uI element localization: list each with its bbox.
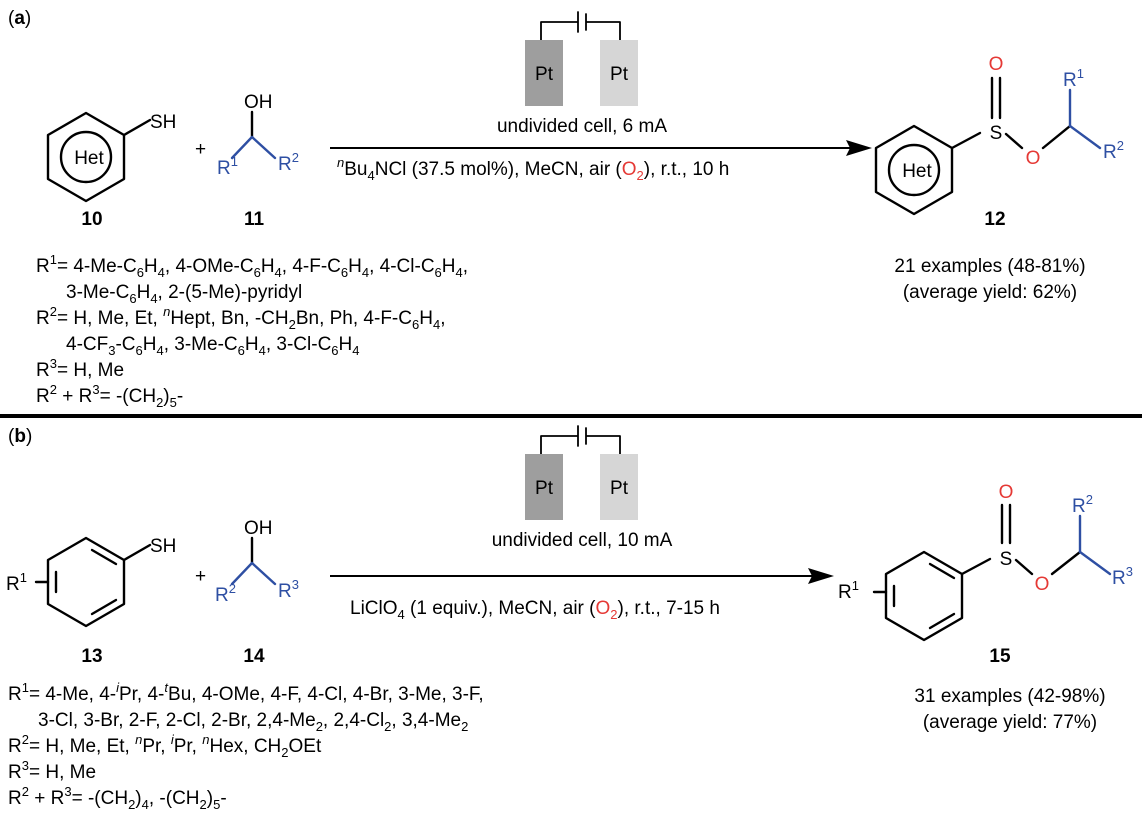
het-ring-label: Het [74, 148, 104, 169]
sulfur-label: S [990, 123, 1003, 144]
svg-text:3-Cl, 3-Br, 2-F, 2-Cl, 2-Br, 2: 3-Cl, 3-Br, 2-F, 2-Cl, 2-Br, 2,4-Me2, 2,… [38, 710, 468, 734]
condition-line-2-a: nBu4NCl (37.5 mol%), MeCN, air (O2), r.t… [337, 155, 729, 183]
svg-text:R2 + R3= -(CH2)4, -(CH2)5-: R2 + R3= -(CH2)4, -(CH2)5- [8, 784, 227, 812]
sulfur-label: S [1000, 549, 1013, 570]
r1-label: R1 [1063, 66, 1084, 91]
electrode-label: Pt [610, 64, 629, 85]
electrode-label: Pt [535, 478, 554, 499]
compound-number-12: 12 [984, 209, 1005, 230]
compound-14-structure: OH R2 R3 [215, 518, 299, 606]
r3-label: R3 [278, 577, 299, 602]
compound-number-10: 10 [81, 209, 102, 230]
svg-text:R2= H, Me, Et, nHept, Bn, -CH2: R2= H, Me, Et, nHept, Bn, -CH2Bn, Ph, 4-… [36, 304, 445, 332]
ester-oxygen-label: O [1026, 148, 1041, 169]
svg-text:R3= H, Me: R3= H, Me [8, 758, 96, 783]
thiol-label: SH [150, 536, 176, 557]
plus-sign: + [195, 139, 206, 160]
compound-number-13: 13 [81, 646, 102, 667]
r1-label: R1 [838, 578, 859, 603]
substituent-list-b: R1= 4-Me, 4-iPr, 4-tBu, 4-OMe, 4-F, 4-Cl… [8, 680, 484, 812]
ester-oxygen-label: O [1035, 574, 1050, 595]
electrolysis-cell-a: Pt Pt [525, 11, 638, 106]
condition-line-2-b: LiClO4 (1 equiv.), MeCN, air (O2), r.t.,… [350, 598, 720, 622]
average-yield-a: (average yield: 62%) [903, 282, 1077, 303]
r2-label: R2 [215, 581, 236, 606]
compound-10-structure: Het SH [46, 111, 176, 203]
svg-text:R2 + R3= -(CH2)5-: R2 + R3= -(CH2)5- [36, 382, 183, 410]
pt-electrode-anode [525, 40, 563, 106]
r2-label: R2 [1103, 138, 1124, 163]
svg-text:3-Me-C6H4, 2-(5-Me)-pyridyl: 3-Me-C6H4, 2-(5-Me)-pyridyl [66, 282, 302, 306]
average-yield-b: (average yield: 77%) [923, 712, 1097, 733]
electrolysis-cell-b: Pt Pt [525, 425, 638, 520]
svg-text:R3= H, Me: R3= H, Me [36, 356, 124, 381]
svg-text:4-CF3-C6H4, 3-Me-C6H4, 3-Cl-C6: 4-CF3-C6H4, 3-Me-C6H4, 3-Cl-C6H4 [66, 334, 360, 358]
compound-15-structure: S O O R2 R3 R1 [838, 482, 1133, 642]
pt-electrode-anode [525, 454, 563, 520]
svg-text:R2= H, Me, Et, nPr, iPr, nHex,: R2= H, Me, Et, nPr, iPr, nHex, CH2OEt [8, 732, 322, 760]
compound-number-15: 15 [989, 646, 1011, 667]
compound-number-14: 14 [243, 646, 265, 667]
het-ring-label: Het [902, 161, 932, 182]
pt-electrode-cathode [600, 40, 638, 106]
compound-11-structure: OH R1 R2 [217, 92, 299, 179]
svg-text:R1= 4-Me, 4-iPr, 4-tBu, 4-OMe,: R1= 4-Me, 4-iPr, 4-tBu, 4-OMe, 4-F, 4-Cl… [8, 680, 484, 705]
electrode-label: Pt [610, 478, 629, 499]
examples-count-a: 21 examples (48-81%) [894, 256, 1085, 277]
compound-13-structure: SH R1 [6, 536, 176, 628]
sulfinyl-oxygen-label: O [989, 54, 1004, 75]
r1-label: R1 [6, 570, 27, 595]
electrode-label: Pt [535, 64, 554, 85]
thiol-label: SH [150, 112, 176, 133]
compound-number-11: 11 [244, 209, 265, 230]
r3-label: R3 [1112, 564, 1133, 589]
condition-line-1-b: undivided cell, 10 mA [492, 530, 673, 551]
condition-line-1-a: undivided cell, 6 mA [497, 116, 667, 137]
substituent-list-a: R1= 4-Me-C6H4, 4-OMe-C6H4, 4-F-C6H4, 4-C… [36, 252, 468, 410]
panel-divider [0, 414, 1142, 418]
r1-label: R1 [217, 154, 238, 179]
svg-text:R1= 4-Me-C6H4, 4-OMe-C6H4, 4-F: R1= 4-Me-C6H4, 4-OMe-C6H4, 4-F-C6H4, 4-C… [36, 252, 468, 280]
panel-b-label: (b) [8, 426, 32, 447]
hydroxyl-label: OH [244, 92, 273, 113]
r2-label: R2 [1072, 492, 1093, 517]
plus-sign: + [195, 566, 206, 587]
r2-label: R2 [278, 150, 299, 175]
panel-a-label: (a) [8, 8, 31, 29]
pt-electrode-cathode [600, 454, 638, 520]
compound-12-structure: Het S O O R1 R2 [874, 54, 1124, 216]
examples-count-b: 31 examples (42-98%) [914, 686, 1105, 707]
hydroxyl-label: OH [244, 518, 273, 539]
sulfinyl-oxygen-label: O [999, 482, 1014, 503]
